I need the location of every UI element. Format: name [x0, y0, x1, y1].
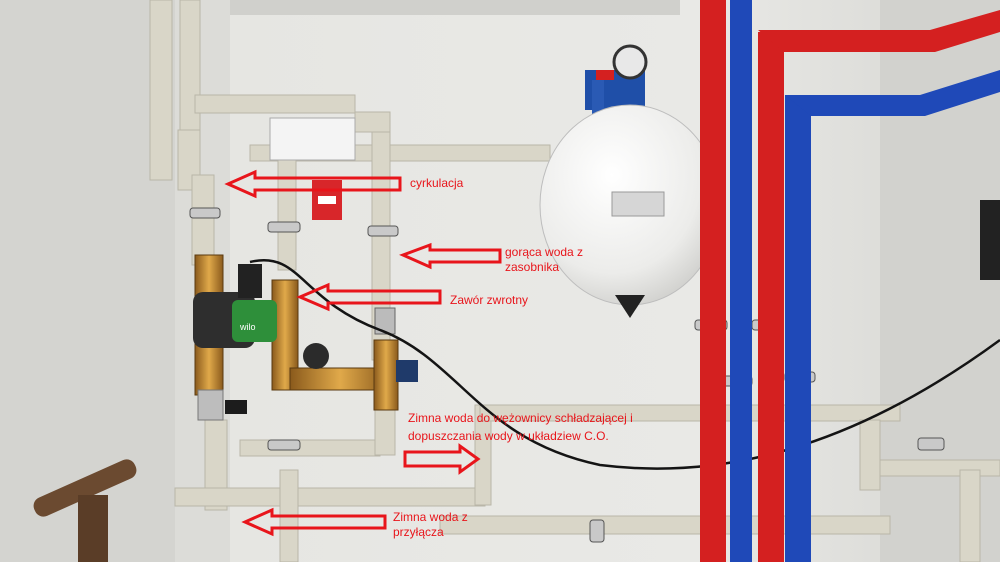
paper-label: [269, 117, 356, 161]
pressure-gauge-small: [303, 343, 329, 369]
label-hot-water: gorąca woda z zasobnika: [505, 245, 584, 274]
pump-brand-label: wilo: [239, 322, 256, 332]
arrow-cold-coil: [403, 443, 481, 475]
label-cold-coil-line2: dopuszczania wody w układziew C.O.: [408, 429, 609, 443]
label-circulation: cyrkulacja: [410, 176, 464, 190]
insulated-pipes: [700, 0, 1000, 562]
black-cable: [249, 259, 1000, 470]
pressure-gauge: [612, 44, 648, 80]
circulation-pump: wilo: [193, 264, 277, 348]
arrow-hot-water: [399, 242, 502, 270]
wooden-handle: [33, 459, 137, 562]
label-check-valve: Zawór zwrotny: [450, 293, 529, 307]
arrow-check-valve: [296, 282, 442, 312]
arrow-cold-inlet: [241, 507, 387, 537]
label-cold-coil-line1: Zimna woda do wężownicy schładzającej i: [408, 411, 633, 425]
expansion-tank: [539, 44, 721, 318]
left-wall: [0, 0, 175, 562]
arrow-circulation: [224, 169, 402, 199]
annotation-arrows: [224, 169, 502, 537]
label-cold-inlet: Zimna woda z przyłącza: [393, 510, 468, 539]
